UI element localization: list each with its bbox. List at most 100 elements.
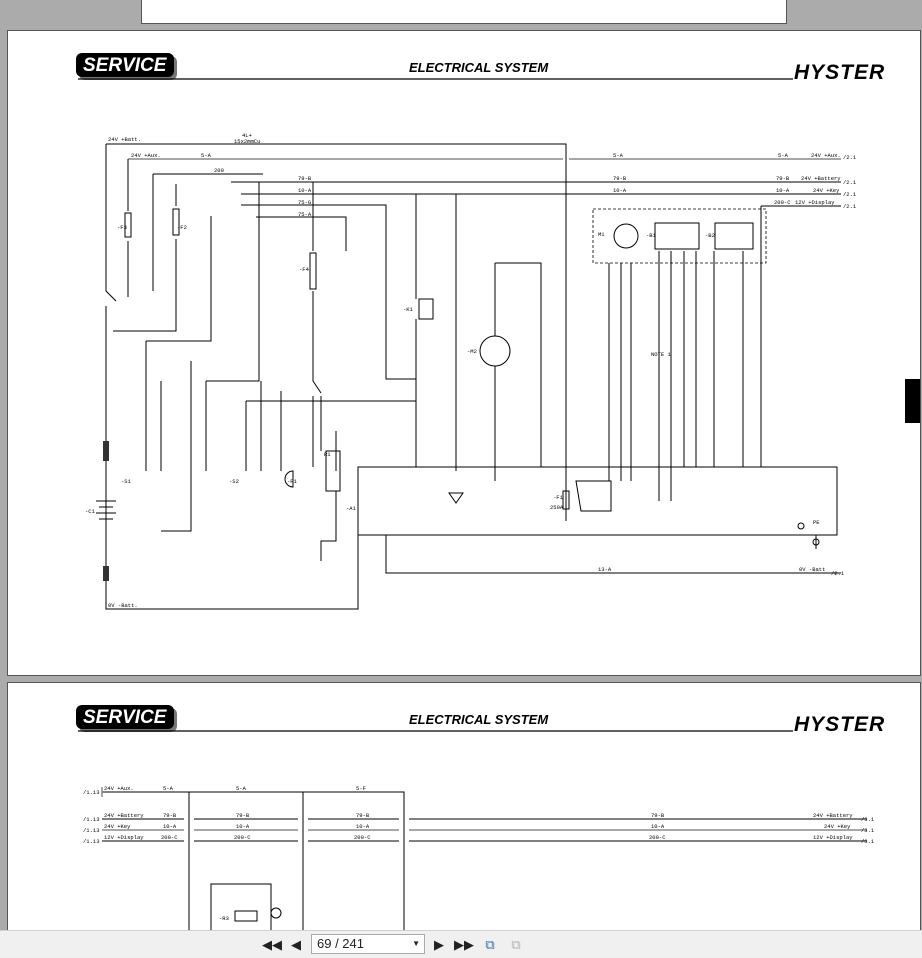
page-number-select[interactable]: 69 / 241 ▼ bbox=[311, 934, 425, 954]
fit-page-icon: ⧉ bbox=[485, 937, 495, 952]
section-tab-marker bbox=[905, 379, 920, 423]
resistor-r3 bbox=[234, 910, 258, 922]
svg-text:-S1: -S1 bbox=[121, 478, 132, 485]
svg-text:5-A: 5-A bbox=[201, 152, 212, 159]
svg-text:10-A: 10-A bbox=[356, 823, 370, 830]
svg-text:-A1: -A1 bbox=[346, 505, 357, 512]
svg-text:79-B: 79-B bbox=[356, 812, 370, 819]
svg-text:200: 200 bbox=[214, 167, 224, 174]
brand-logo: HYSTER bbox=[794, 713, 885, 736]
svg-text:24V +Aux.: 24V +Aux. bbox=[131, 152, 161, 159]
svg-text:0V -Batt.: 0V -Batt. bbox=[108, 602, 138, 609]
fuse-f4 bbox=[309, 252, 317, 290]
svg-text:24V +Key: 24V +Key bbox=[104, 823, 131, 830]
svg-text:/1.13: /1.13 bbox=[83, 789, 100, 796]
svg-text:200-C: 200-C bbox=[649, 834, 666, 841]
svg-text:NOTE 1: NOTE 1 bbox=[651, 351, 672, 358]
fuse-f3 bbox=[124, 212, 132, 238]
previous-page-button[interactable]: ◀ bbox=[287, 936, 305, 954]
svg-text:24V +Batt.: 24V +Batt. bbox=[108, 136, 141, 143]
svg-text:12V +Display: 12V +Display bbox=[795, 199, 835, 206]
sensor-b1 bbox=[654, 222, 700, 250]
fuse-f1 bbox=[562, 490, 570, 510]
svg-text:5-A: 5-A bbox=[613, 152, 624, 159]
first-page-icon: ◀◀ bbox=[262, 937, 282, 952]
pdf-page: SERVICE ELECTRICAL SYSTEM HYSTER /1.13 /… bbox=[7, 682, 921, 942]
svg-text:-C1: -C1 bbox=[85, 508, 96, 515]
svg-text:24V +Battery: 24V +Battery bbox=[104, 812, 144, 819]
resistor-r1 bbox=[325, 450, 341, 492]
svg-text:4L+: 4L+ bbox=[242, 132, 252, 139]
last-page-button[interactable]: ▶▶ bbox=[454, 936, 474, 954]
svg-text:SERVICE: SERVICE bbox=[83, 55, 168, 76]
svg-text:24V +Battery: 24V +Battery bbox=[801, 175, 841, 182]
svg-text:/3.1: /3.1 bbox=[861, 838, 875, 845]
svg-text:10-A: 10-A bbox=[776, 187, 790, 194]
svg-text:SERVICE: SERVICE bbox=[83, 707, 168, 728]
fit-width-button[interactable]: ⧉ bbox=[507, 936, 525, 954]
svg-text:-R3: -R3 bbox=[219, 915, 229, 922]
svg-text:12V +Display: 12V +Display bbox=[813, 834, 853, 841]
svg-text:/2.1: /2.1 bbox=[843, 179, 857, 186]
sensor-b2 bbox=[714, 222, 754, 250]
svg-text:/3.1: /3.1 bbox=[861, 827, 875, 834]
controller-a1 bbox=[357, 466, 838, 536]
svg-text:200-C: 200-C bbox=[774, 199, 791, 206]
svg-text:5-A: 5-A bbox=[163, 785, 174, 792]
page-navigation-toolbar: ◀◀ ◀ 69 / 241 ▼ ▶ ▶▶ ⧉ ⧉ bbox=[0, 930, 922, 958]
svg-text:0V -Batt: 0V -Batt bbox=[799, 566, 825, 573]
last-page-icon: ▶▶ bbox=[454, 937, 474, 952]
svg-text:13-A: 13-A bbox=[598, 566, 612, 573]
svg-text:79-B: 79-B bbox=[613, 175, 627, 182]
svg-text:79-B: 79-B bbox=[651, 812, 665, 819]
svg-text:M1: M1 bbox=[598, 231, 605, 238]
svg-text:24V +Key: 24V +Key bbox=[824, 823, 851, 830]
fit-width-icon: ⧉ bbox=[511, 937, 521, 952]
pdf-page: SERVICE ELECTRICAL SYSTEM HYSTER bbox=[7, 30, 921, 676]
page-title: ELECTRICAL SYSTEM bbox=[409, 712, 549, 727]
svg-text:/1.13: /1.13 bbox=[83, 827, 100, 834]
motor-controller-box bbox=[592, 208, 767, 264]
svg-text:5-F: 5-F bbox=[356, 785, 366, 792]
svg-text:-F1: -F1 bbox=[553, 494, 564, 501]
svg-text:79-B: 79-B bbox=[236, 812, 250, 819]
svg-text:79-B: 79-B bbox=[776, 175, 790, 182]
motor-m1 bbox=[613, 223, 639, 249]
svg-text:/2.1: /2.1 bbox=[843, 203, 857, 210]
horn-p1 bbox=[284, 470, 294, 488]
svg-text:/1.13: /1.13 bbox=[83, 838, 100, 845]
first-page-button[interactable]: ◀◀ bbox=[262, 936, 282, 954]
svg-text:5-A: 5-A bbox=[778, 152, 789, 159]
svg-text:-B1: -B1 bbox=[646, 232, 657, 239]
svg-text:/2.1: /2.1 bbox=[843, 191, 857, 198]
svg-text:/1.13: /1.13 bbox=[83, 816, 100, 823]
svg-text:10-A: 10-A bbox=[651, 823, 665, 830]
motor-m2 bbox=[479, 335, 511, 367]
fuse-f2 bbox=[172, 208, 180, 236]
schematic-page-2: SERVICE ELECTRICAL SYSTEM HYSTER /1.13 /… bbox=[76, 705, 885, 931]
svg-text:-K1: -K1 bbox=[403, 306, 414, 313]
svg-text:75-G: 75-G bbox=[298, 199, 311, 206]
svg-text:-F3: -F3 bbox=[117, 224, 127, 231]
next-page-button[interactable]: ▶ bbox=[430, 936, 448, 954]
svg-text:-S2: -S2 bbox=[229, 478, 239, 485]
svg-text:10-A: 10-A bbox=[298, 187, 312, 194]
fit-page-button[interactable]: ⧉ bbox=[481, 936, 499, 954]
svg-text:79-B: 79-B bbox=[163, 812, 177, 819]
svg-text:10-A: 10-A bbox=[163, 823, 177, 830]
svg-text:12V +Display: 12V +Display bbox=[104, 834, 144, 841]
svg-text:-P1: -P1 bbox=[287, 478, 298, 485]
wiring bbox=[96, 143, 841, 610]
service-badge: SERVICE bbox=[76, 53, 177, 80]
page-indicator: 69 / 241 bbox=[317, 936, 364, 951]
svg-text:/2.1: /2.1 bbox=[843, 154, 857, 161]
svg-text:PE: PE bbox=[813, 519, 820, 526]
schematic-page-1: SERVICE ELECTRICAL SYSTEM HYSTER bbox=[76, 53, 884, 610]
service-badge: SERVICE bbox=[76, 705, 177, 732]
wire-labels: 24V +Batt. 4L+ 15x2mmCu 24V +Aux. 5-A 5-… bbox=[85, 132, 857, 609]
svg-text:200-C: 200-C bbox=[234, 834, 251, 841]
svg-text:24V +Key: 24V +Key bbox=[813, 187, 840, 194]
svg-text:79-B: 79-B bbox=[298, 175, 312, 182]
relay-k1 bbox=[418, 298, 434, 320]
svg-text:/3.1: /3.1 bbox=[861, 816, 875, 823]
